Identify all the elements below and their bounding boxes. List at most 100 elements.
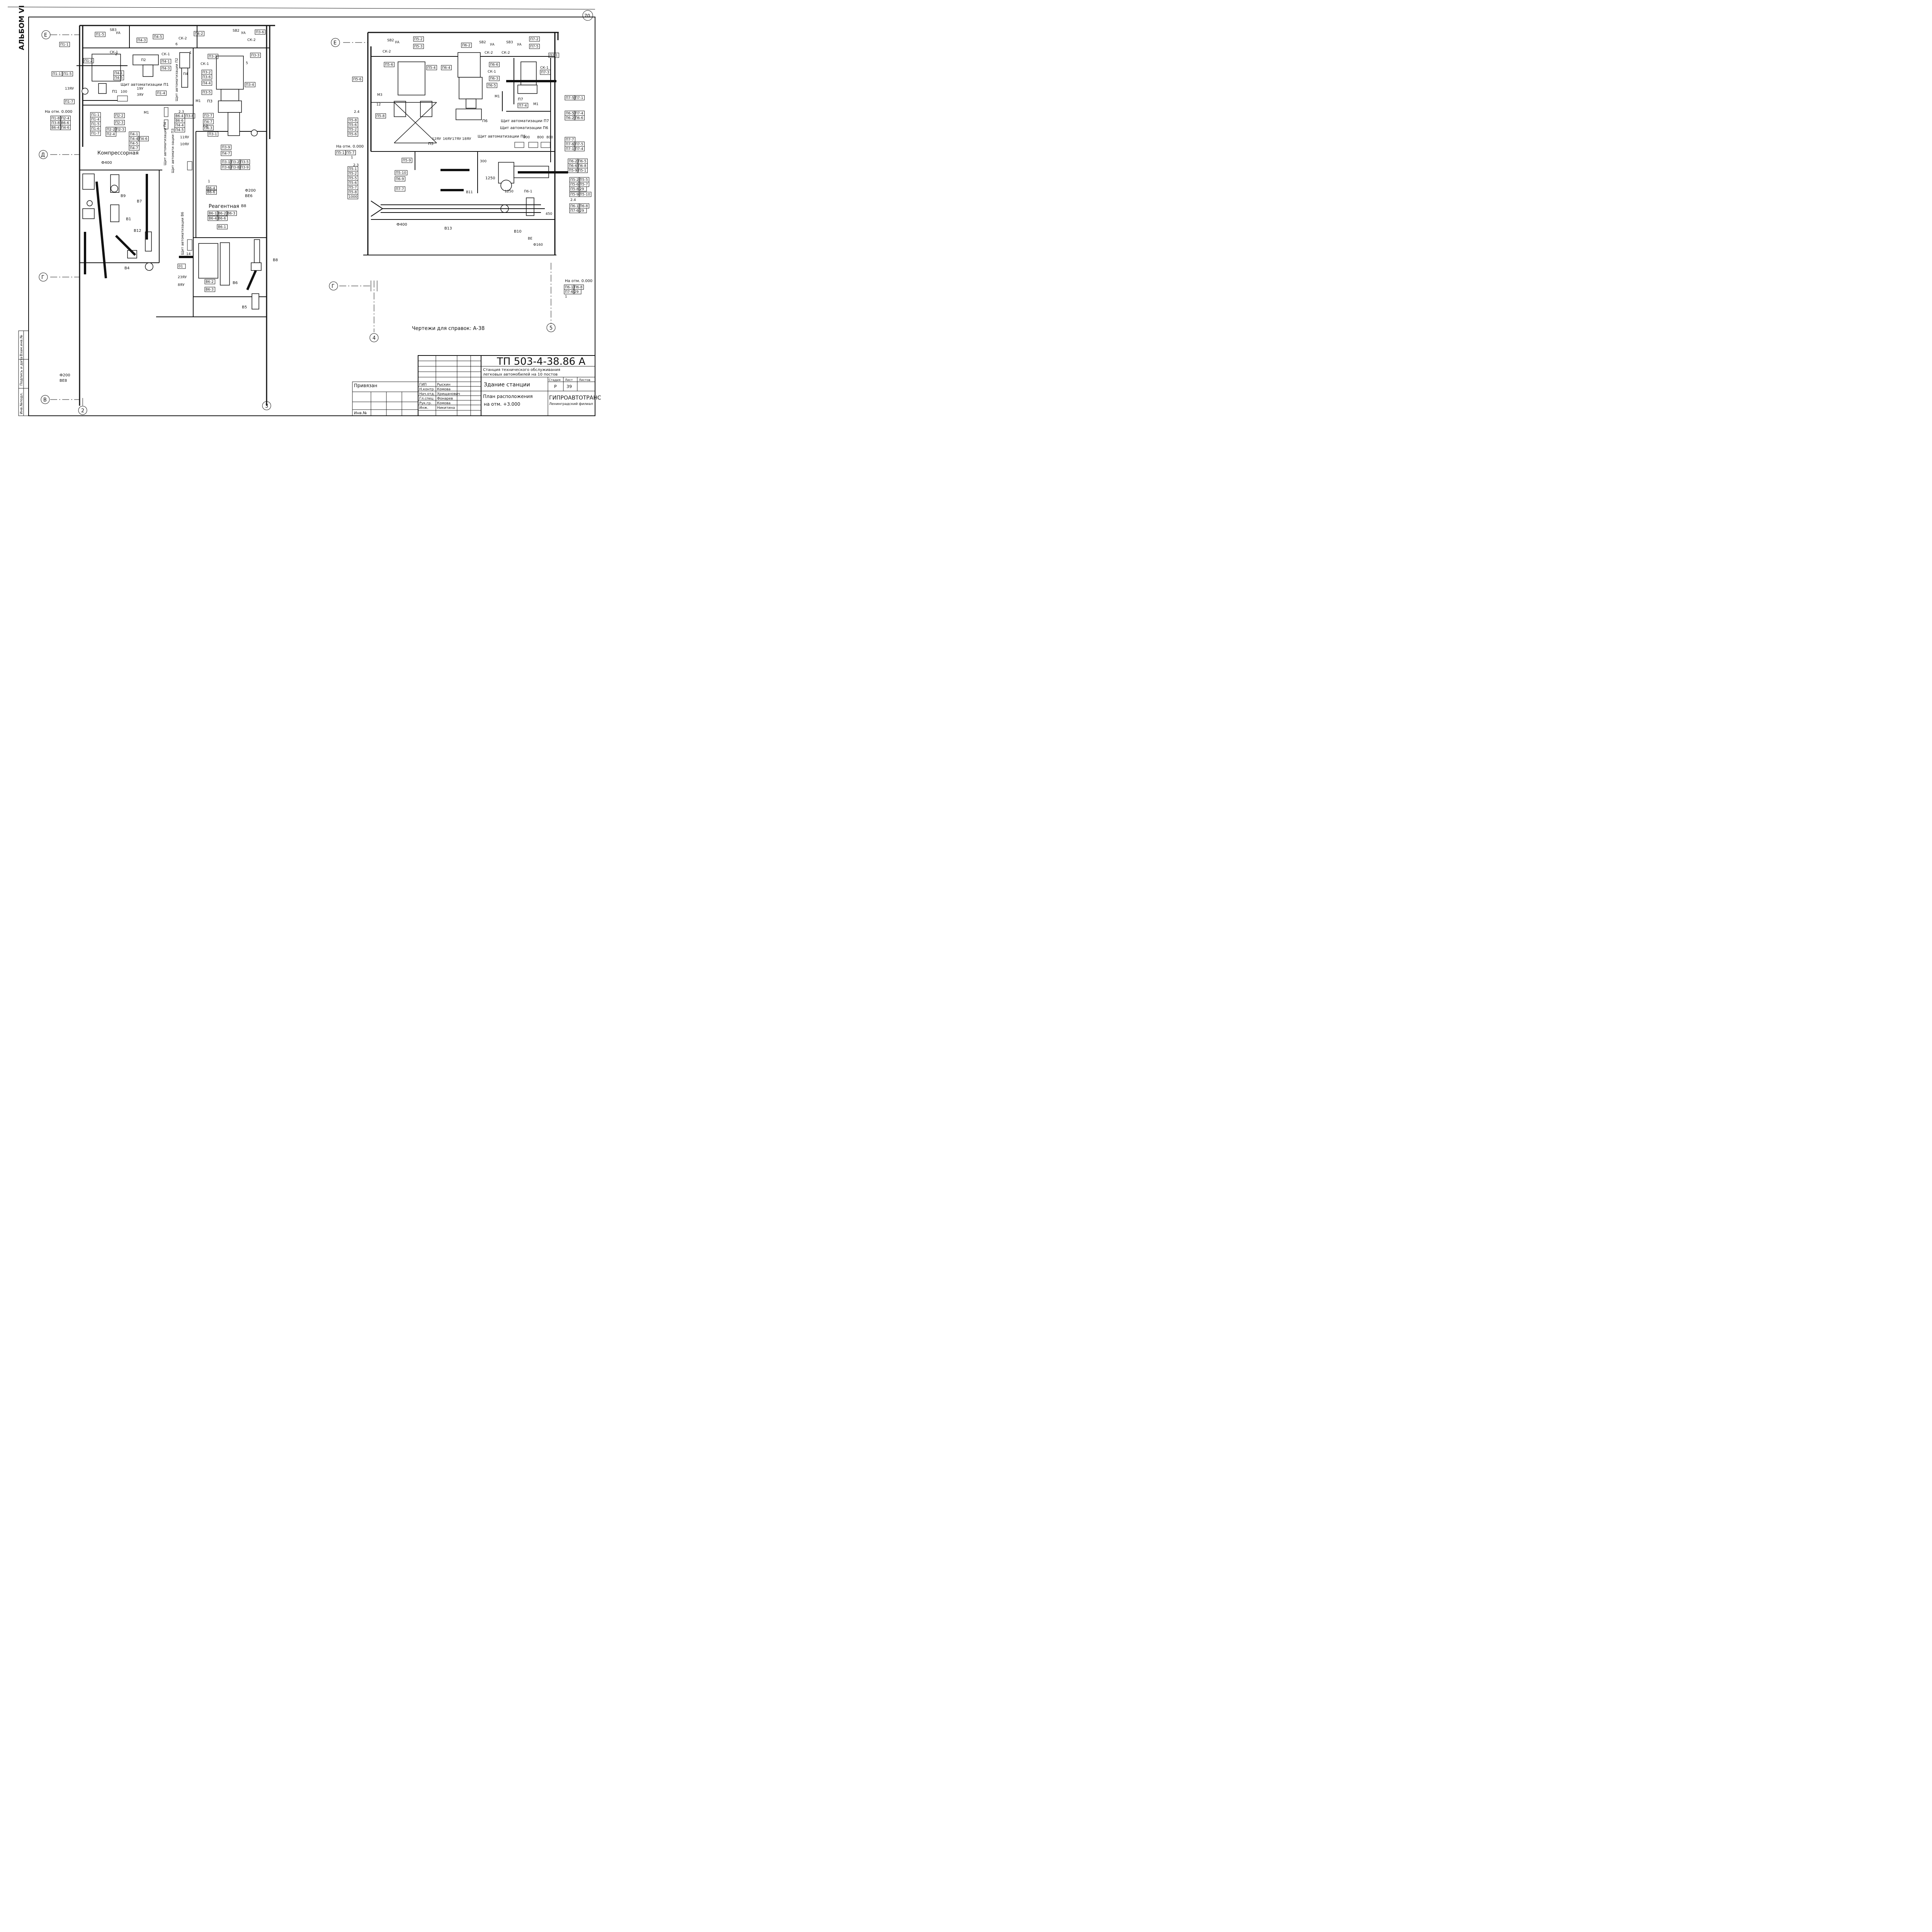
right-label-35: П6-6 (569, 164, 577, 168)
right-label-33: П6-2 (569, 160, 577, 163)
tb-name-2: Хрищанович (437, 392, 460, 396)
org-branch: Ленинградский филиал (549, 402, 593, 406)
left-top-tag-24: П3-2 (202, 71, 211, 75)
side-stamp: Инв.№подл. Подпись и дата Взам.инв.№ (18, 330, 29, 416)
left-label-51: П3-9 (240, 166, 249, 170)
right-top-tag-box-16 (426, 65, 437, 70)
title-block (352, 355, 595, 416)
left-top-tag-14: СК-1 (162, 53, 170, 56)
left-label-17: П3-8 (51, 121, 60, 125)
left-top-tag-0: П1-5 (96, 33, 104, 37)
right-label-box-60 (564, 289, 575, 294)
left-label-75: В6-2 (206, 280, 214, 284)
tb-name-5: Никитина (437, 406, 455, 410)
left-top-tag-box-15 (160, 59, 171, 64)
right-label-3: 17ЯУ (452, 137, 461, 141)
left-label-box-13 (203, 119, 214, 124)
right-label-14: П5-7 (346, 151, 354, 155)
right-label-box-11 (565, 146, 575, 151)
axis-bubble-e-right (331, 38, 340, 47)
left-label-40: П4-4 (175, 124, 184, 128)
left-top-tag-15: П4-1 (162, 60, 170, 64)
left-label-84: 6 (175, 43, 178, 46)
right-label-box-46 (578, 192, 592, 197)
right-label-box-44 (578, 186, 587, 192)
left-label-0: 13ЯУ (65, 87, 74, 91)
left-label-85: 2 (115, 53, 117, 56)
right-label-1: 12ЯУ (432, 137, 441, 141)
right-top-tag-8: П7-2 (530, 37, 538, 41)
right-label-box-61 (573, 289, 582, 294)
left-label-box-49 (221, 165, 231, 170)
right-label-24: П5-6 (349, 181, 357, 185)
left-plan (50, 25, 275, 406)
right-label-21: П5-1 (349, 167, 357, 171)
right-label-42: П5-7 (580, 183, 588, 187)
left-top-tag-28: П1-5 (63, 72, 71, 76)
left-top-tag-18: П3-3 (251, 54, 259, 58)
right-top-tag-22: П6-3 (490, 77, 498, 81)
right-label-54: В10 (514, 230, 522, 234)
axis-g-left: Г (41, 275, 44, 281)
right-top-tag-box-24 (352, 77, 363, 82)
left-top-tag-box-25 (201, 74, 212, 80)
left-label-37: В6-4 (175, 114, 184, 118)
left-label-83: 5 (246, 61, 248, 65)
right-top-tag-34: П6-5 (566, 112, 574, 116)
drawing-sheet: АЛЬБОМ VI 70 Инв.№подл. Подпись и дата В… (7, 5, 601, 416)
axis-bubble-d (39, 150, 48, 159)
left-label-41: П4-5 (175, 128, 184, 132)
left-label-box-29 (115, 127, 126, 132)
left-label-80: Ф200 (60, 373, 70, 378)
axis-2: 2 (81, 408, 84, 414)
left-label-18: В6-6 (61, 121, 69, 125)
left-label-box-59 (207, 216, 218, 221)
right-top-tag-18: П6-6 (490, 63, 498, 67)
left-label-73: 23ЯУ (178, 276, 187, 279)
right-label-41: П5-6 (570, 183, 579, 187)
right-label-box-38 (577, 168, 588, 173)
right-label-15: 1 (351, 156, 353, 160)
left-top-tag-10: СК-2 (247, 38, 256, 42)
left-label-box-55 (206, 189, 217, 195)
left-label-12: П3-7 (204, 114, 212, 118)
axis-e-right: Е (333, 40, 337, 46)
right-top-tag-7: УА (517, 43, 522, 47)
right-plan (339, 32, 568, 332)
left-label-5: П1-7 (65, 100, 73, 104)
left-label-76: В6-3 (206, 288, 214, 292)
left-label-78: В8 (273, 258, 278, 262)
left-top-tag-box-6 (194, 31, 204, 36)
right-label-12: П7-4 (575, 147, 583, 151)
axis-bubble-v (41, 395, 50, 404)
left-label-50: П3-8 (231, 166, 240, 170)
right-label-box-37 (568, 168, 578, 173)
left-label-box-25 (90, 131, 101, 136)
left-label-70: ВЕ6 (245, 194, 253, 198)
left-label-32: П4-4 (130, 137, 138, 141)
shield-p4: Щит автоматизации П4 (163, 122, 167, 165)
left-label-box-76 (204, 287, 215, 292)
left-top-tag-26: П4-4 (202, 82, 211, 85)
right-label-45: П5-9 (570, 193, 579, 197)
right-mark-level: На отм. 0.000 (336, 145, 364, 149)
right-top-tag-box-37 (574, 115, 585, 121)
right-label-0: 12 (376, 103, 381, 107)
right-label-box-16 (401, 158, 412, 163)
tb-role-4: Рук.гр. (419, 401, 432, 405)
right-label-59: П6-8 (574, 286, 583, 289)
right-label-box-14 (345, 150, 356, 155)
project-code: ТП 503-4-38.86 А (497, 356, 585, 367)
right-top-tag-28: П7 (518, 97, 523, 102)
left-top-tag-box-26 (201, 80, 212, 86)
left-label-68: В4 (124, 266, 129, 270)
left-label-box-54 (206, 185, 217, 191)
left-label-72: 01 (179, 265, 183, 269)
left-label-box-45 (221, 151, 231, 156)
right-top-tag-23: П6-5 (488, 84, 496, 88)
left-top-tag-20: П4-1 (114, 71, 122, 75)
left-label-81: ВЕ8 (60, 379, 67, 383)
right-label-9: П7-6 (566, 143, 574, 146)
right-top-tag-box-30 (565, 95, 575, 100)
right-label-26: П5-8 (349, 190, 357, 194)
